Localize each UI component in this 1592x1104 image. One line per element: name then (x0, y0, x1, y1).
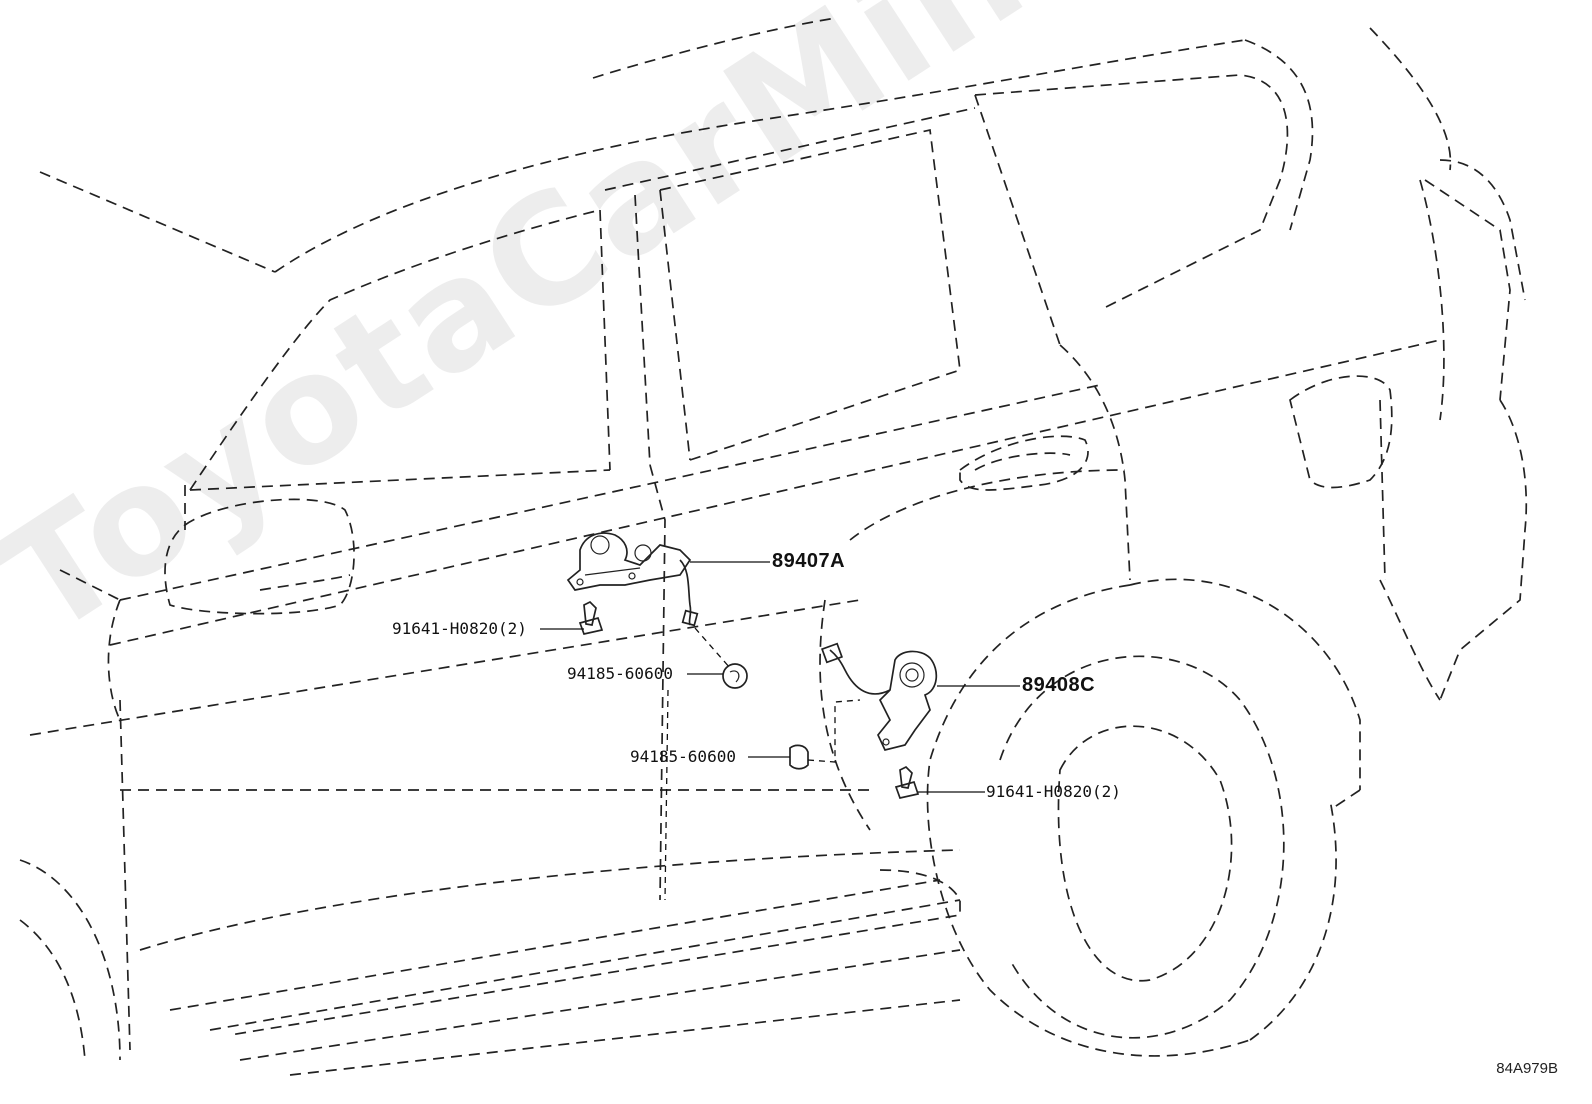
part-number-bolt-front[interactable]: 91641-H0820(2) (392, 619, 527, 638)
nut-front-icon (722, 663, 748, 689)
bolt-rear-icon (894, 765, 920, 799)
bolt-front-icon (578, 600, 604, 635)
part-number-nut-front[interactable]: 94185-60600 (567, 664, 673, 683)
height-sensor-rear (820, 642, 938, 751)
part-number-nut-rear[interactable]: 94185-60600 (630, 747, 736, 766)
height-sensor-front (566, 532, 699, 627)
diagram-code: 84A979B (1496, 1060, 1558, 1077)
part-number-sensor-rear[interactable]: 89408C (1022, 674, 1096, 696)
part-number-sensor-front[interactable]: 89407A (772, 550, 846, 572)
nut-rear-icon (789, 744, 809, 770)
part-number-bolt-rear[interactable]: 91641-H0820(2) (986, 782, 1121, 801)
